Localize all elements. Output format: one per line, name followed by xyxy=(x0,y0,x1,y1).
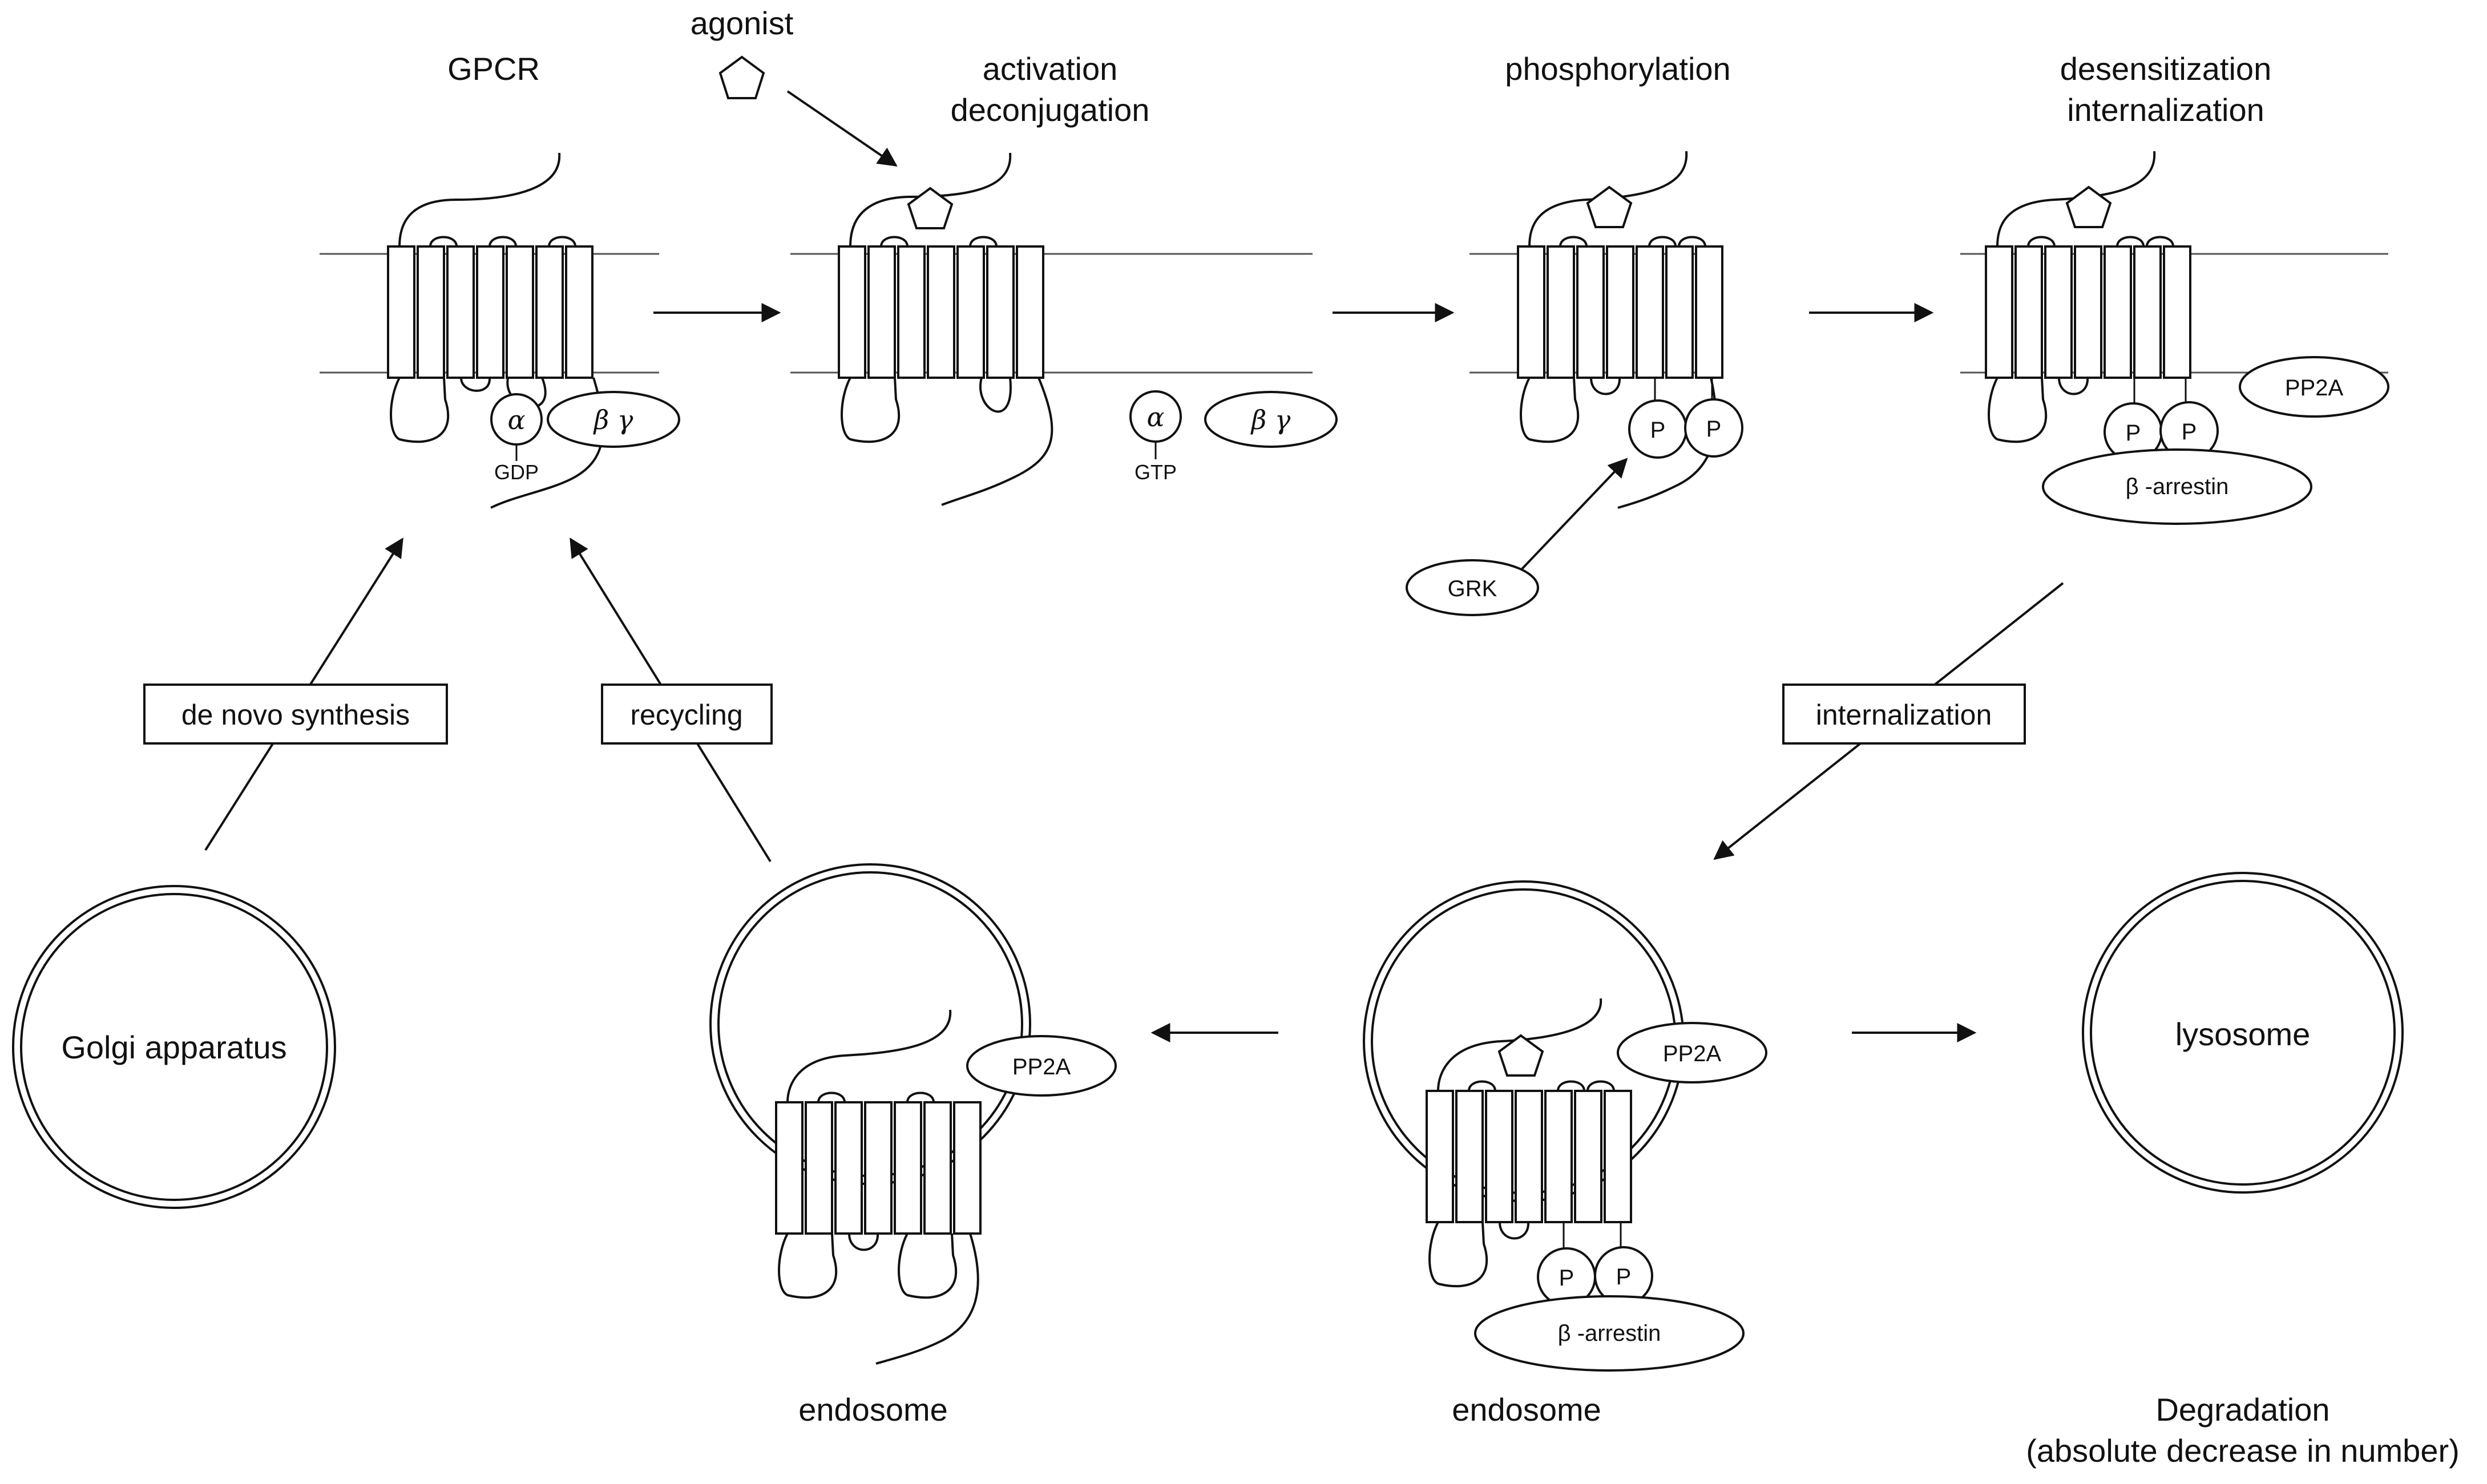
stage-activation: α GTP β γ xyxy=(790,152,1338,506)
recycling-label: recycling xyxy=(630,699,742,731)
gtp-label: GTP xyxy=(1135,460,1177,484)
phospho-label: P xyxy=(2182,419,2197,444)
desensitization-label-line2: internalization xyxy=(2067,92,2264,128)
g-beta-gamma-label: β γ xyxy=(1250,405,1291,435)
internalization-label: internalization xyxy=(1816,699,1992,731)
c-terminus xyxy=(875,1233,979,1365)
endosome-label: endosome xyxy=(1452,1392,1601,1428)
gpcr-label: GPCR xyxy=(447,51,540,87)
bound-agonist-icon xyxy=(1586,185,1633,228)
lysosome-label: lysosome xyxy=(2175,1016,2311,1052)
grk-label: GRK xyxy=(1448,576,1497,601)
de-novo-synthesis-label: de novo synthesis xyxy=(181,699,410,731)
agonist-label: agonist xyxy=(691,5,794,41)
agonist-arrow xyxy=(786,90,898,167)
pp2a-ellipse xyxy=(966,1035,1117,1097)
pp2a-label: PP2A xyxy=(1012,1054,1071,1079)
activation-label-line1: activation xyxy=(983,51,1118,87)
pp2a-ellipse xyxy=(2239,356,2389,418)
phospho-label: P xyxy=(1706,417,1722,442)
beta-arrestin-ellipse xyxy=(1474,1295,1745,1372)
n-terminus xyxy=(849,152,1012,247)
extracellular-loops xyxy=(2027,236,2174,247)
endosome-label: endosome xyxy=(798,1392,948,1428)
intracellular-loops xyxy=(841,377,1012,443)
intracellular-loops xyxy=(1520,377,1621,443)
endosome-internalized: P P β -arrestin PP2A endosome xyxy=(1363,880,1767,1428)
stage-gpcr: α β γ GDP xyxy=(320,152,680,509)
recycling-box: recycling xyxy=(601,684,773,745)
n-terminus xyxy=(1996,151,2156,247)
phosphorylation-label: phosphorylation xyxy=(1505,51,1730,87)
endosome-recycling: PP2A endosome xyxy=(709,863,1117,1428)
extracellular-loops xyxy=(1559,236,1706,247)
n-terminus xyxy=(398,152,561,247)
agonist-pentagon-icon xyxy=(718,55,765,99)
extracellular-loops xyxy=(880,236,998,247)
g-alpha-label: α xyxy=(507,405,525,435)
degradation-label-line2: (absolute decrease in number) xyxy=(2026,1433,2460,1469)
lysosome: lysosome xyxy=(2082,872,2404,1194)
extracellular-loops xyxy=(1468,1080,1615,1091)
phospho-label: P xyxy=(1650,418,1666,443)
phospho-circle xyxy=(1684,398,1743,458)
beta-arrestin-ellipse xyxy=(2042,448,2312,525)
g-beta-gamma-ellipse xyxy=(547,391,680,448)
extracellular-loops xyxy=(429,236,576,247)
golgi-label: Golgi apparatus xyxy=(61,1029,286,1065)
phospho-label: P xyxy=(1559,1265,1574,1291)
de-novo-synthesis-box: de novo synthesis xyxy=(143,684,448,745)
grk-ellipse xyxy=(1406,559,1539,616)
phospho-label: P xyxy=(2126,420,2141,446)
bound-agonist-icon xyxy=(1497,1034,1544,1077)
internalization-box: internalization xyxy=(1782,684,2026,745)
intracellular-loops xyxy=(778,1233,958,1299)
c-terminus xyxy=(941,377,1053,506)
pp2a-ellipse xyxy=(1617,1022,1767,1083)
pp2a-label: PP2A xyxy=(1663,1041,1722,1066)
beta-arrestin-label: β -arrestin xyxy=(2126,474,2229,499)
g-beta-gamma-label: β γ xyxy=(593,405,633,435)
gdp-label: GDP xyxy=(494,460,539,484)
bound-agonist-icon xyxy=(2065,185,2112,228)
g-alpha-label: α xyxy=(1146,402,1164,432)
beta-arrestin-label: β -arrestin xyxy=(1558,1321,1661,1346)
intracellular-loops xyxy=(1988,377,2089,443)
desensitization-label-line1: desensitization xyxy=(2060,51,2271,87)
n-terminus xyxy=(1437,998,1602,1091)
degradation-label-line1: Degradation xyxy=(2155,1392,2329,1428)
extracellular-loops xyxy=(817,1091,935,1103)
activation-label-line2: deconjugation xyxy=(951,92,1150,128)
g-beta-gamma-ellipse xyxy=(1204,391,1338,448)
phospho-label: P xyxy=(1616,1264,1632,1289)
intracellular-loops xyxy=(1428,1222,1530,1288)
bound-agonist-icon xyxy=(907,187,954,229)
stage-phosphorylation: P P GRK xyxy=(1406,151,1743,616)
stage-desensitization: P P β -arrestin PP2A xyxy=(1960,151,2389,525)
pp2a-label: PP2A xyxy=(2285,375,2344,401)
golgi-apparatus: Golgi apparatus xyxy=(12,885,336,1209)
n-terminus xyxy=(786,1009,952,1103)
grk-arrow xyxy=(1511,458,1628,580)
